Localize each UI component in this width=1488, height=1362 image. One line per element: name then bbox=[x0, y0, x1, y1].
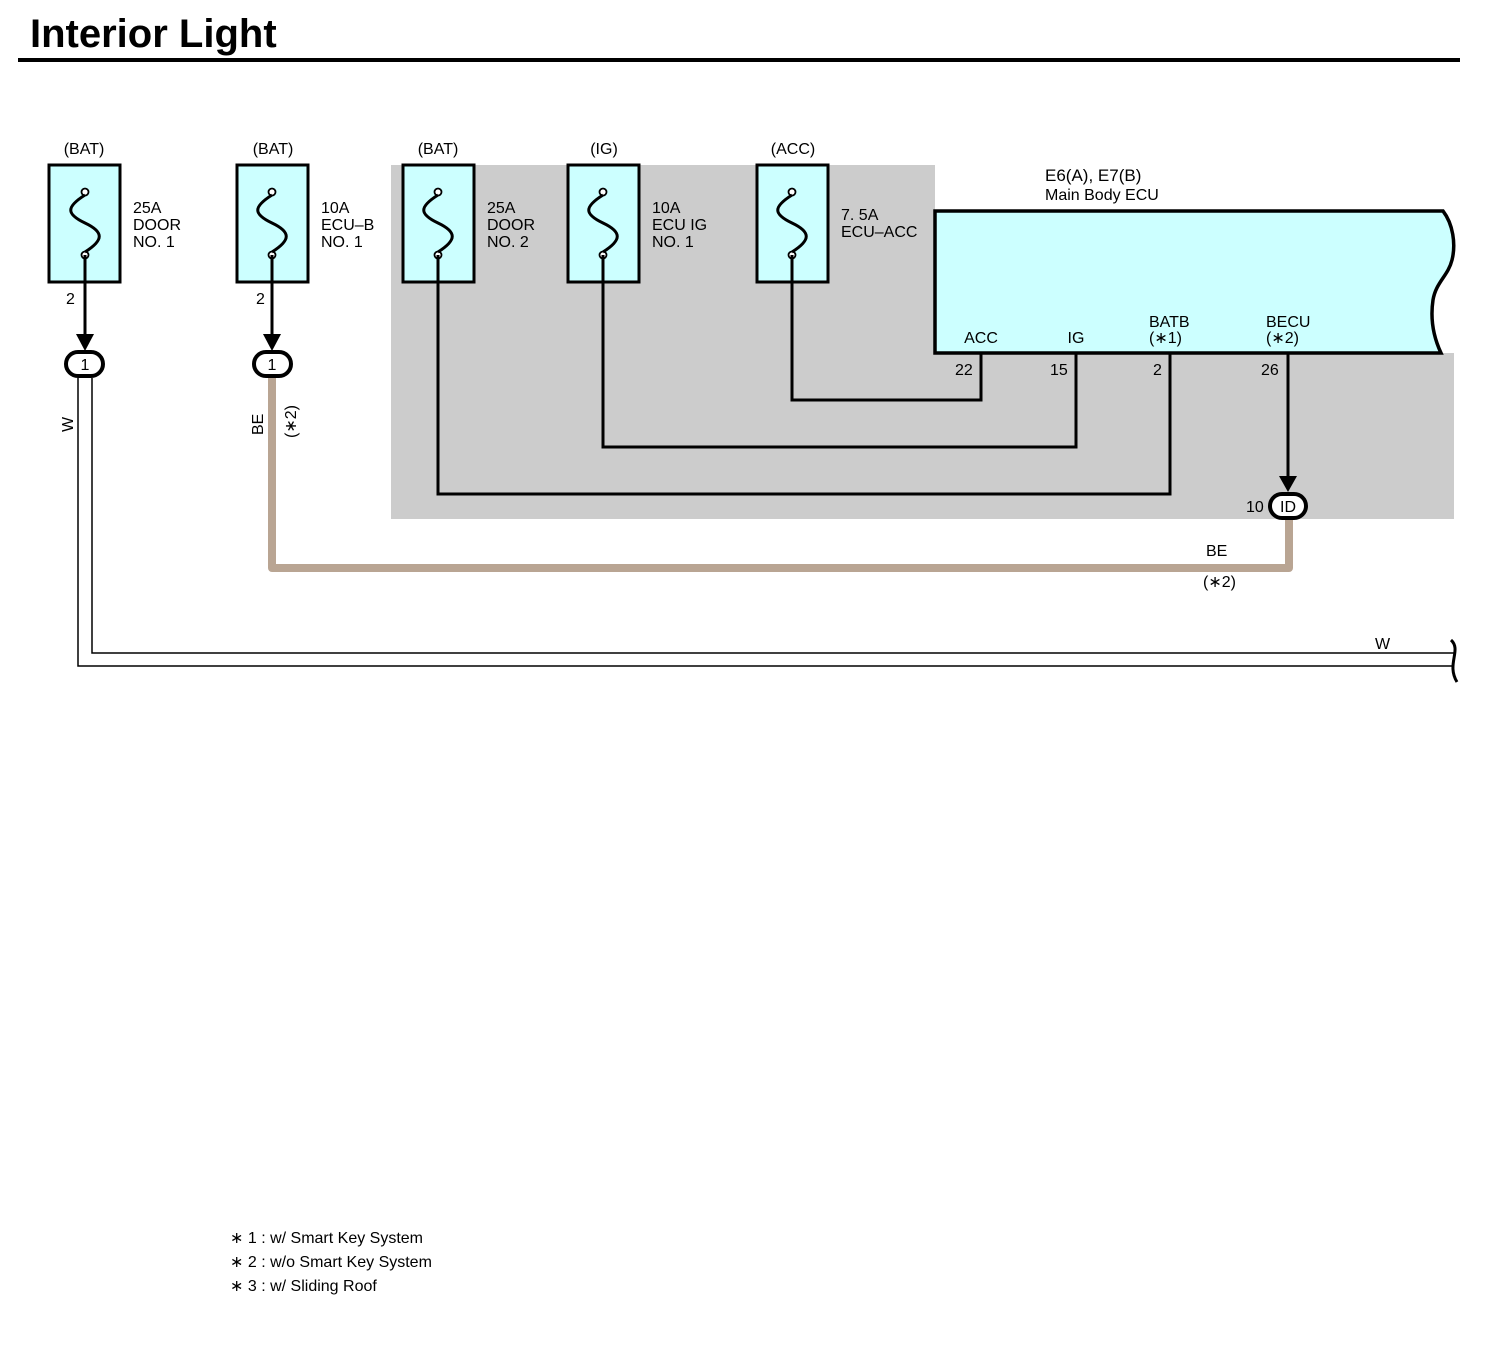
arrow-head bbox=[263, 334, 281, 351]
junction-connector-1: 1 bbox=[64, 350, 105, 378]
terminal-batb-label: BATB bbox=[1149, 314, 1190, 331]
wire-be-note-vertical: (∗2) bbox=[283, 405, 300, 438]
terminal-batb-note: (∗1) bbox=[1149, 330, 1182, 347]
fuse-source-label: (IG) bbox=[590, 141, 618, 158]
fuse-name-2: NO. 1 bbox=[133, 234, 175, 251]
terminal-pin: 26 bbox=[1261, 362, 1279, 379]
fuse-pin: 2 bbox=[66, 291, 75, 308]
wire-break-icon bbox=[1449, 638, 1459, 683]
arrow-head bbox=[1279, 476, 1297, 492]
footnote: ∗ 1 : w/ Smart Key System bbox=[230, 1230, 423, 1247]
wire-w-label: W bbox=[1375, 636, 1391, 653]
fuse-source-label: (BAT) bbox=[253, 141, 294, 158]
fuse-source-label: (ACC) bbox=[771, 141, 815, 158]
fuse-amps: 25A bbox=[133, 200, 162, 217]
connector-pin: 10 bbox=[1246, 499, 1264, 516]
footnote: ∗ 3 : w/ Sliding Roof bbox=[230, 1278, 377, 1295]
wire-be-label-vertical: BE bbox=[250, 414, 267, 435]
footnotes: ∗ 1 : w/ Smart Key System ∗ 2 : w/o Smar… bbox=[230, 1230, 432, 1295]
terminal-pin: 15 bbox=[1050, 362, 1068, 379]
wire-acc bbox=[790, 255, 983, 402]
fuse-door-no1: (BAT) 25A DOOR NO. 1 2 bbox=[47, 141, 181, 308]
terminal-pin: 2 bbox=[1153, 362, 1162, 379]
terminal-becu-label: BECU bbox=[1266, 314, 1310, 331]
wire-w-outer bbox=[77, 378, 1454, 667]
wire-w-label-vertical: W bbox=[60, 416, 77, 432]
wire-batb bbox=[436, 255, 1172, 496]
arrow-head bbox=[76, 334, 94, 351]
svg-text:ID: ID bbox=[1280, 499, 1296, 516]
fuse-amps: 10A bbox=[652, 200, 681, 217]
fuse-source-label: (BAT) bbox=[64, 141, 105, 158]
wire-w-inner bbox=[91, 378, 1454, 654]
junction-connector-id: ID 10 bbox=[1246, 492, 1308, 520]
wire-be bbox=[268, 374, 1293, 572]
fuse-name: DOOR bbox=[487, 217, 535, 234]
fuse-name: ECU–ACC bbox=[841, 224, 917, 241]
fuse-source-label: (BAT) bbox=[418, 141, 459, 158]
footnote: ∗ 2 : w/o Smart Key System bbox=[230, 1254, 432, 1271]
fuse-amps: 25A bbox=[487, 200, 516, 217]
wire-be-label: BE bbox=[1206, 543, 1227, 560]
shaded-area bbox=[391, 165, 1454, 519]
fuse-amps: 10A bbox=[321, 200, 350, 217]
fuse-name-2: NO. 2 bbox=[487, 234, 529, 251]
junction-connector-2: 1 bbox=[252, 350, 293, 378]
fuse-amps: 7. 5A bbox=[841, 207, 879, 224]
terminal-ig-label: IG bbox=[1068, 330, 1085, 347]
wire-be-note: (∗2) bbox=[1203, 574, 1236, 591]
terminal-becu-note: (∗2) bbox=[1266, 330, 1299, 347]
svg-text:1: 1 bbox=[268, 357, 277, 374]
fuse-pin: 2 bbox=[256, 291, 265, 308]
terminal-acc-label: ACC bbox=[964, 330, 998, 347]
fuse-name: ECU–B bbox=[321, 217, 374, 234]
main-body-ecu: E6(A), E7(B) Main Body ECU ACC IG BATB (… bbox=[933, 166, 1456, 379]
page-title: Interior Light bbox=[30, 12, 277, 56]
svg-text:1: 1 bbox=[81, 357, 90, 374]
fuse-name-2: NO. 1 bbox=[321, 234, 363, 251]
fuse-name-2: NO. 1 bbox=[652, 234, 694, 251]
fuse-name: DOOR bbox=[133, 217, 181, 234]
wire-ig bbox=[601, 255, 1078, 449]
ecu-code: E6(A), E7(B) bbox=[1045, 166, 1141, 185]
fuse-name: ECU IG bbox=[652, 217, 707, 234]
terminal-pin: 22 bbox=[955, 362, 973, 379]
fuse-ecu-b-no1: (BAT) 10A ECU–B NO. 1 2 bbox=[235, 141, 374, 308]
ecu-name: Main Body ECU bbox=[1045, 187, 1159, 204]
